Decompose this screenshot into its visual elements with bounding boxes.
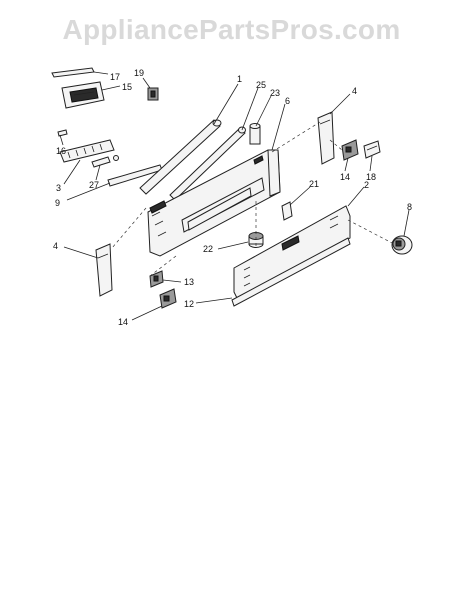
callout-25: 25 — [256, 80, 266, 90]
part-23-cylinder — [249, 123, 261, 145]
callout-17: 17 — [110, 72, 120, 82]
part-2-front-panel — [233, 205, 351, 301]
callout-21: 21 — [309, 179, 319, 189]
leader-lines — [59, 71, 410, 321]
part-18-connector — [363, 140, 381, 159]
part-3-terminal-block — [59, 139, 115, 163]
part-25-rod — [169, 126, 246, 201]
part-15-control-board — [61, 81, 105, 109]
callout-1: 1 — [237, 74, 242, 84]
watermark: AppliancePartsPros.com — [62, 14, 401, 45]
part-14-switch-lower — [159, 288, 177, 309]
part-12-trim — [231, 237, 351, 307]
callout-27: 27 — [89, 180, 99, 190]
assembly-lines — [111, 121, 395, 277]
callout-8: 8 — [407, 202, 412, 212]
part-27-component — [91, 155, 119, 168]
part-16-pin — [57, 129, 68, 137]
callout-4-upper: 4 — [352, 86, 357, 96]
part-17-strip — [51, 67, 95, 78]
callout-12: 12 — [184, 299, 194, 309]
callout-22: 22 — [203, 244, 213, 254]
callout-6: 6 — [285, 96, 290, 106]
part-4-right-bracket — [317, 111, 335, 165]
callout-9: 9 — [55, 198, 60, 208]
part-14-switch-upper — [341, 139, 359, 161]
callout-14-lower: 14 — [118, 317, 128, 327]
callout-2: 2 — [364, 180, 369, 190]
part-1-rod — [139, 119, 222, 195]
callout-16: 16 — [56, 146, 66, 156]
part-4-left-bracket — [95, 243, 113, 297]
callout-3: 3 — [56, 183, 61, 193]
callout-19: 19 — [134, 68, 144, 78]
callout-labels: 17 15 19 1 25 23 6 4 16 3 27 9 14 18 21 … — [53, 68, 412, 327]
part-19-clip — [147, 87, 159, 101]
callout-13: 13 — [184, 277, 194, 287]
part-13-switch — [149, 270, 164, 288]
callout-23: 23 — [270, 88, 280, 98]
main-console-panel — [147, 149, 281, 257]
callout-15: 15 — [122, 82, 132, 92]
part-21-bracket — [281, 201, 293, 221]
callout-4-lower: 4 — [53, 241, 58, 251]
part-8-knob — [391, 235, 413, 255]
callout-18: 18 — [366, 172, 376, 182]
callout-14-upper: 14 — [340, 172, 350, 182]
